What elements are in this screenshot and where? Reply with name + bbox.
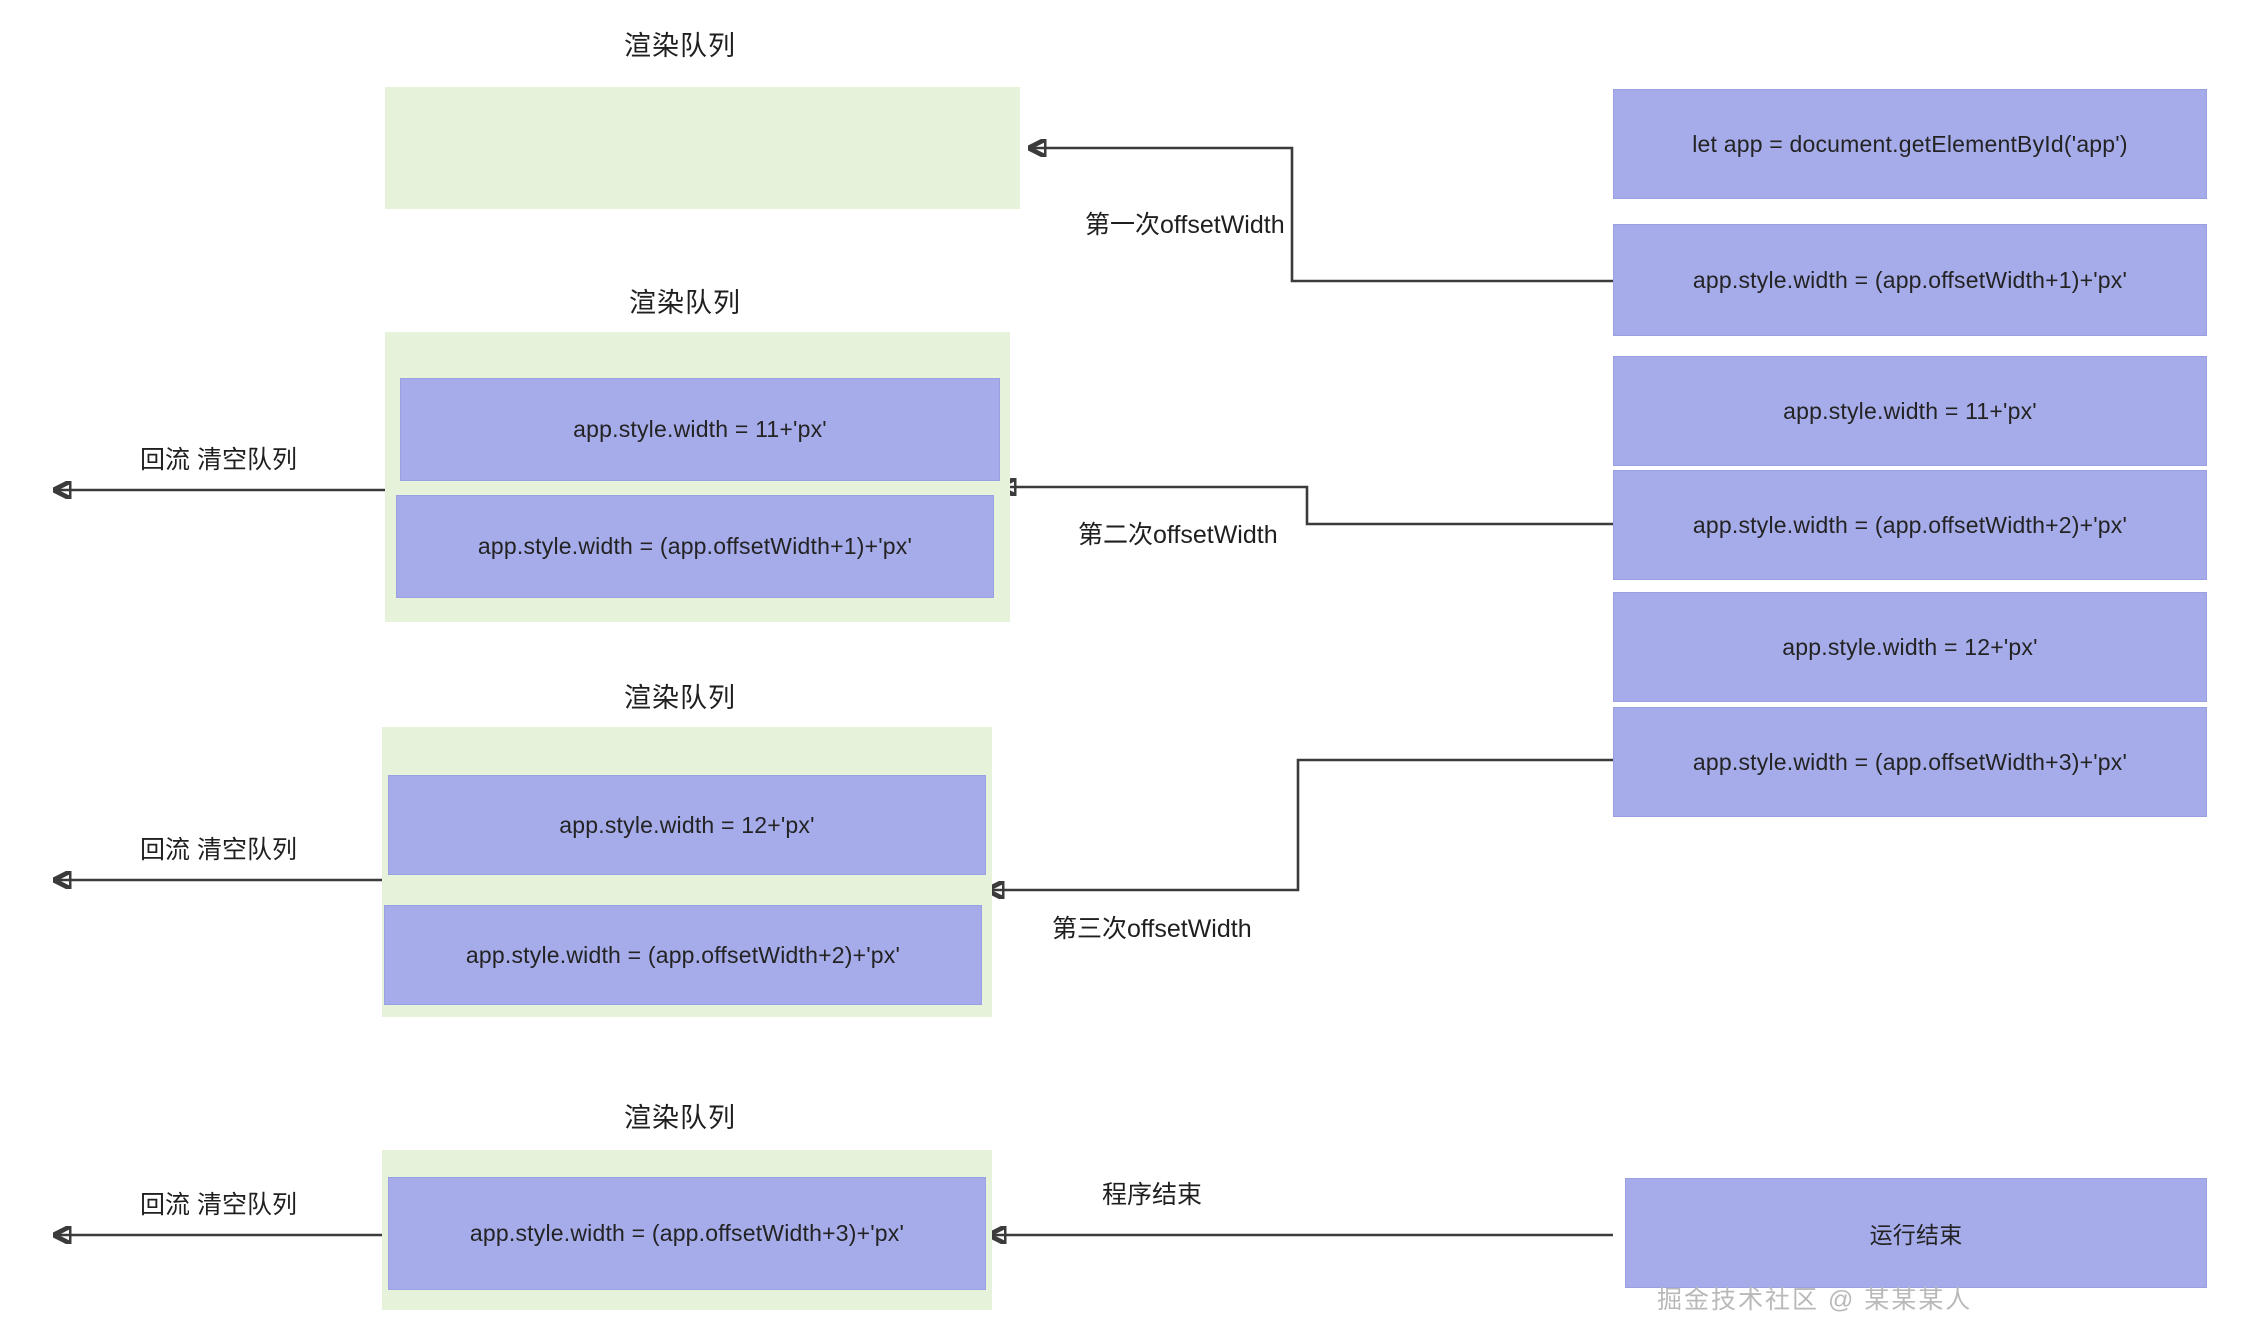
- code-statement-3: app.style.width = 11+'px': [1613, 356, 2207, 466]
- stage-3-queue-item-1: app.style.width = 12+'px': [388, 775, 986, 875]
- stage-3-title: 渲染队列: [624, 683, 736, 713]
- code-statement-6: app.style.width = (app.offsetWidth+3)+'p…: [1613, 707, 2207, 817]
- stage-2-title: 渲染队列: [629, 288, 741, 318]
- stage-4-queue-item-1: app.style.width = (app.offsetWidth+3)+'p…: [388, 1177, 986, 1290]
- code-statement-2: app.style.width = (app.offsetWidth+1)+'p…: [1613, 224, 2207, 336]
- code-statement-run-end: 运行结束: [1625, 1178, 2207, 1288]
- code-statement-5: app.style.width = 12+'px': [1613, 592, 2207, 702]
- connector-second-offsetwidth: [1000, 487, 1613, 526]
- stage-3-queue-item-2: app.style.width = (app.offsetWidth+2)+'p…: [384, 905, 982, 1005]
- connector-label-first: 第一次offsetWidth: [1085, 211, 1285, 239]
- watermark-text: 掘金技术社区 @ 某某某人: [1657, 1286, 1973, 1314]
- stage-4-reflow-label: 回流 清空队列: [140, 1191, 297, 1219]
- stage-2-reflow-label: 回流 清空队列: [140, 446, 297, 474]
- connector-third-offsetwidth: [988, 758, 1613, 890]
- code-statement-4: app.style.width = (app.offsetWidth+2)+'p…: [1613, 470, 2207, 580]
- connector-label-third: 第三次offsetWidth: [1052, 915, 1252, 943]
- stage-2-queue-item-2: app.style.width = (app.offsetWidth+1)+'p…: [396, 495, 994, 598]
- stage-1-title: 渲染队列: [624, 31, 736, 61]
- code-statement-1: let app = document.getElementById('app'): [1613, 89, 2207, 199]
- stage-3-reflow-label: 回流 清空队列: [140, 836, 297, 864]
- connector-label-program-end: 程序结束: [1102, 1181, 1203, 1209]
- connector-label-second: 第二次offsetWidth: [1078, 521, 1278, 549]
- stage-4-title: 渲染队列: [624, 1103, 736, 1133]
- stage-2-queue-item-1: app.style.width = 11+'px': [400, 378, 1000, 481]
- stage-1-queue-box: [385, 87, 1020, 209]
